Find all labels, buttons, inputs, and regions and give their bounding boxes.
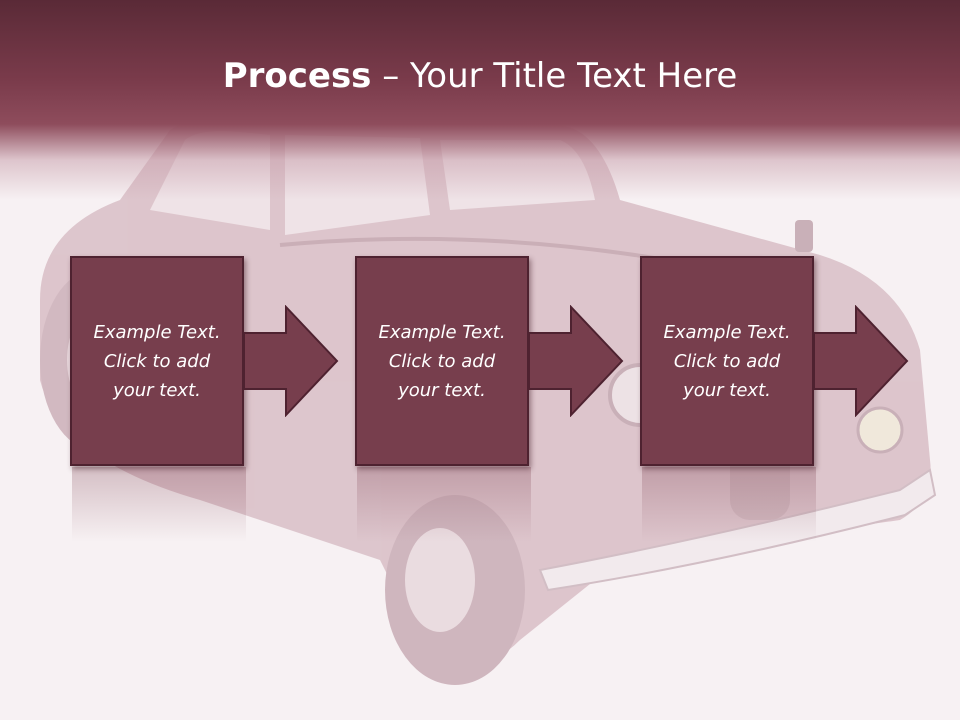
box-reflection: [357, 467, 531, 542]
header-band: [0, 0, 960, 200]
process-step-box[interactable]: Example Text. Click to add your text.: [640, 256, 814, 466]
title-rest-part: – Your Title Text Here: [371, 56, 738, 96]
right-arrow-icon[interactable]: [527, 305, 625, 417]
process-step-text: Example Text. Click to add your text.: [93, 321, 221, 401]
process-step-box[interactable]: Example Text. Click to add your text.: [70, 256, 244, 466]
box-reflection: [642, 467, 816, 542]
process-step-box[interactable]: Example Text. Click to add your text.: [355, 256, 529, 466]
process-step-text: Example Text. Click to add your text.: [378, 321, 506, 401]
title-bold-part: Process: [222, 56, 372, 96]
right-arrow-icon[interactable]: [812, 305, 910, 417]
right-arrow-icon[interactable]: [242, 305, 340, 417]
slide-title[interactable]: Process – Your Title Text Here: [0, 52, 960, 100]
box-reflection: [72, 467, 246, 542]
process-step-text: Example Text. Click to add your text.: [663, 321, 791, 401]
